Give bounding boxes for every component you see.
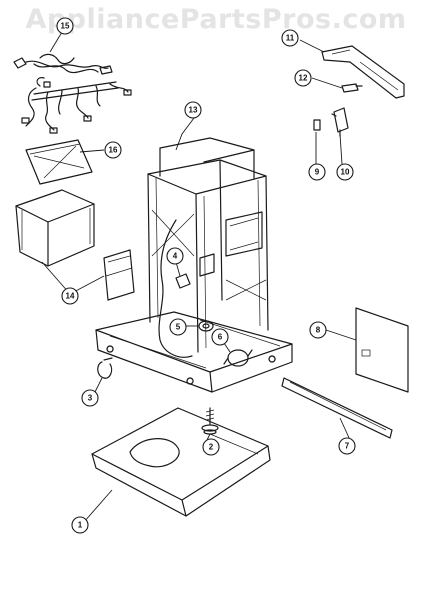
callout-label: 7 [345, 442, 350, 451]
rail-part [281, 377, 393, 439]
callout-14: 14 [61, 287, 79, 305]
cover-plate-part [25, 139, 93, 185]
callout-13: 13 [184, 101, 202, 119]
callout-15: 15 [56, 17, 74, 35]
callout-label: 11 [286, 34, 295, 43]
callout-4: 4 [166, 247, 184, 265]
mounting-bracket-part [321, 45, 405, 99]
callout-label: 4 [173, 252, 178, 261]
callout-label: 14 [66, 292, 75, 301]
cabinet-frame-part [95, 137, 293, 393]
shroud-part [15, 189, 135, 301]
callout-12: 12 [294, 69, 312, 87]
callout-9: 9 [308, 163, 326, 181]
callout-16: 16 [104, 141, 122, 159]
callout-label: 15 [61, 22, 70, 31]
callout-5: 5 [169, 318, 187, 336]
callout-label: 9 [315, 168, 320, 177]
small-clip-part [313, 119, 321, 131]
pump-part [223, 349, 253, 367]
callout-label: 6 [218, 333, 223, 342]
callout-10: 10 [336, 163, 354, 181]
callout-label: 3 [88, 394, 93, 403]
callout-1: 1 [71, 516, 89, 534]
callout-label: 8 [316, 326, 321, 335]
wire-harness-part [13, 53, 132, 134]
callout-label: 1 [78, 521, 83, 530]
side-panel-part [355, 307, 409, 393]
callout-11: 11 [281, 29, 299, 47]
callout-label: 12 [299, 74, 308, 83]
callout-label: 5 [176, 323, 181, 332]
callout-7: 7 [338, 437, 356, 455]
callout-label: 2 [209, 443, 214, 452]
callout-2: 2 [202, 438, 220, 456]
callout-label: 10 [341, 168, 350, 177]
callout-3: 3 [81, 389, 99, 407]
bushing-part [198, 320, 214, 332]
clip-part [97, 357, 113, 379]
watermark-text: AppliancePartsPros.com [25, 4, 407, 35]
switch-part [331, 107, 349, 137]
callout-8: 8 [309, 321, 327, 339]
callout-label: 13 [189, 106, 198, 115]
base-pan-part [91, 407, 271, 517]
key-part [341, 83, 363, 93]
callout-label: 16 [109, 146, 118, 155]
bracket-part [175, 273, 191, 289]
callout-6: 6 [211, 328, 229, 346]
